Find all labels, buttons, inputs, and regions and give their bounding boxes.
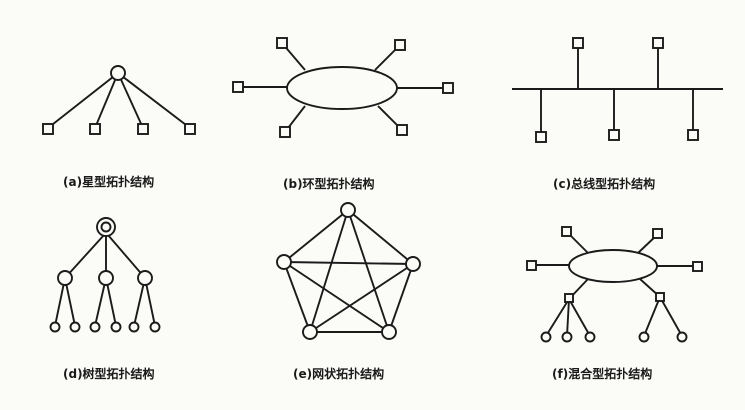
tree-leaf-node: [128, 321, 140, 333]
star-terminal: [137, 123, 149, 135]
mesh-node: [302, 324, 318, 340]
star-terminal: [89, 123, 101, 135]
mesh-node: [381, 324, 397, 340]
caption-mesh: (e)网状拓扑结构: [293, 367, 385, 381]
caption-tree: (d)树型拓扑结构: [63, 367, 155, 381]
caption-bus: (c)总线型拓扑结构: [553, 177, 656, 191]
tree-leaf-node: [69, 321, 81, 333]
bus-terminal: [535, 131, 547, 143]
hybrid-leaf-node: [584, 331, 596, 343]
hybrid-hub: [564, 293, 574, 303]
ring-topology: [232, 37, 454, 138]
tree-leaf-node: [110, 321, 122, 333]
tree-leaf-node: [89, 321, 101, 333]
bus-terminal: [652, 37, 664, 49]
mesh-node: [405, 256, 421, 272]
ring-terminal: [394, 39, 406, 51]
ring-ellipse: [286, 66, 398, 110]
caption-ring: (b)环型拓扑结构: [283, 177, 375, 191]
tree-branch-node: [57, 270, 73, 286]
tree-branch-node: [98, 270, 114, 286]
bus-terminal: [687, 129, 699, 141]
star-topology: [42, 65, 196, 135]
hybrid-leaf-node: [561, 331, 573, 343]
ring-terminal: [232, 81, 244, 93]
hybrid-terminal: [692, 261, 703, 272]
ring-terminal: [442, 82, 454, 94]
star-terminal: [42, 123, 54, 135]
star-hub-node: [110, 65, 126, 81]
hybrid-leaf-node: [638, 331, 650, 343]
bus-terminal: [608, 129, 620, 141]
tree-leaf-node: [149, 321, 161, 333]
tree-branch-node: [137, 270, 153, 286]
ring-terminal: [396, 124, 408, 136]
hybrid-ring-ellipse: [568, 249, 658, 283]
bus-terminal: [572, 37, 584, 49]
hybrid-topology: [526, 226, 703, 343]
hybrid-leaf-node: [676, 331, 688, 343]
tree-topology: [49, 217, 161, 333]
star-terminal: [184, 123, 196, 135]
hybrid-terminal: [652, 228, 663, 239]
caption-star: (a)星型拓扑结构: [63, 175, 155, 189]
ring-terminal: [279, 126, 291, 138]
mesh-topology: [276, 202, 421, 340]
hybrid-leaf-node: [540, 331, 552, 343]
mesh-node: [340, 202, 356, 218]
hybrid-terminal: [526, 260, 537, 271]
mesh-node: [276, 254, 292, 270]
ring-terminal: [276, 37, 288, 49]
hybrid-terminal: [561, 226, 572, 237]
caption-hybrid: (f)混合型拓扑结构: [552, 367, 653, 381]
bus-topology: [512, 37, 723, 143]
hybrid-hub: [655, 292, 665, 302]
tree-root-inner: [100, 221, 112, 233]
tree-leaf-node: [49, 321, 61, 333]
